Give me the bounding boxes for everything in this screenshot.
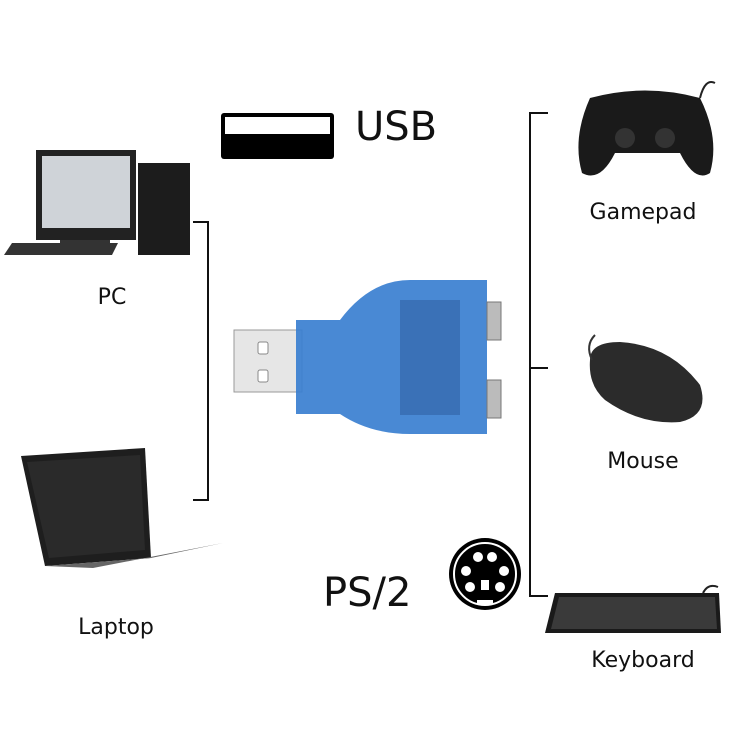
keyboard-image xyxy=(545,584,721,633)
mouse-image xyxy=(588,334,703,423)
laptop-image xyxy=(21,448,223,568)
ps2-port-icon xyxy=(449,538,521,610)
usb-label: USB xyxy=(355,104,438,150)
gamepad-image xyxy=(578,81,716,176)
pc-image xyxy=(4,150,190,255)
pc-label: PC xyxy=(97,285,127,310)
keyboard-label: Keyboard xyxy=(591,648,695,673)
usb-port-icon xyxy=(221,113,334,159)
gamepad-label: Gamepad xyxy=(589,200,697,225)
laptop-label: Laptop xyxy=(78,615,154,640)
mouse-label: Mouse xyxy=(607,449,679,474)
ps2-label: PS/2 xyxy=(323,570,412,616)
usb-to-ps2-adapter xyxy=(233,280,502,434)
